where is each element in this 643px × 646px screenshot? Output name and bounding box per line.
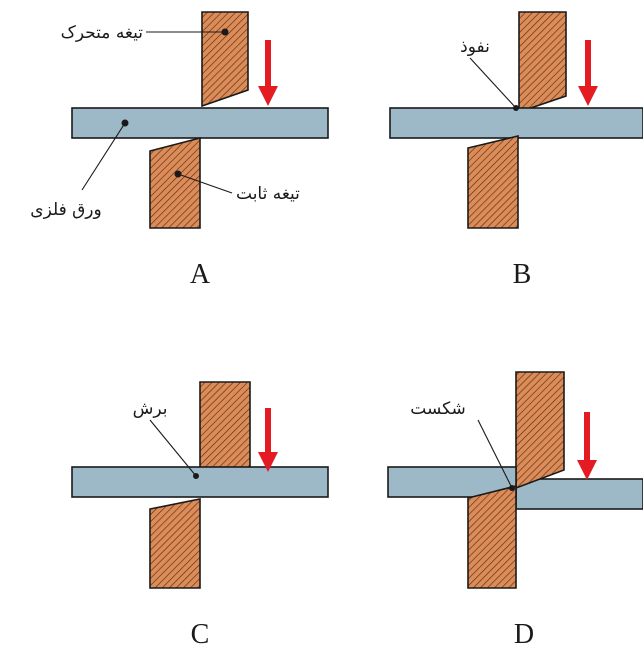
leader-dot (193, 473, 199, 479)
panel-caption-c: C (191, 619, 210, 646)
moving-blade (199, 381, 251, 479)
down-arrow-icon (577, 412, 597, 480)
fixed-blade (467, 134, 519, 229)
moving-blade (515, 371, 565, 490)
panel-caption-a: A (190, 259, 211, 290)
label-penetration: نفوذ (460, 37, 490, 57)
leader-fracture (477, 419, 513, 489)
moving-blade (518, 11, 567, 114)
label-fixed-blade: تیغه ثابت (236, 184, 300, 204)
down-arrow-icon (258, 40, 278, 106)
leader-dot (121, 119, 129, 127)
moving-blade (201, 11, 249, 108)
label-fracture: شکست (410, 399, 466, 419)
fixed-blade (467, 484, 517, 589)
down-arrow-icon (258, 408, 278, 472)
arrow-head (577, 460, 597, 480)
label-metal-sheet: ورق فلزی (30, 200, 101, 220)
panel-a: تیغه متحرک ورق فلزی تیغه ثابت A (30, 11, 329, 290)
panel-d: شکست D (387, 371, 643, 646)
panel-b: نفوذ B (389, 11, 643, 290)
metal-sheet (71, 107, 329, 139)
fixed-blade (149, 136, 201, 229)
leader-cut (149, 419, 197, 477)
label-moving-blade: تیغه متحرک (61, 23, 144, 43)
fixed-blade (149, 498, 201, 589)
metal-sheet-moving-part (515, 478, 643, 510)
label-cut: برش (133, 399, 168, 419)
leader-penetration (469, 57, 517, 109)
leader-metal-sheet (81, 122, 126, 191)
metal-sheet (71, 466, 329, 498)
leader-dot (174, 170, 182, 178)
arrow-head (258, 86, 278, 106)
arrow-head (578, 86, 598, 106)
metal-sheet (389, 107, 643, 139)
leader-dot (509, 485, 515, 491)
leader-dot (513, 105, 519, 111)
down-arrow-icon (578, 40, 598, 106)
arrow-head (258, 452, 278, 472)
leader-fixed-blade (177, 173, 233, 194)
panel-caption-d: D (514, 619, 534, 646)
panel-c: برش C (71, 381, 329, 646)
panel-caption-b: B (513, 259, 532, 290)
leader-dot (221, 28, 229, 36)
